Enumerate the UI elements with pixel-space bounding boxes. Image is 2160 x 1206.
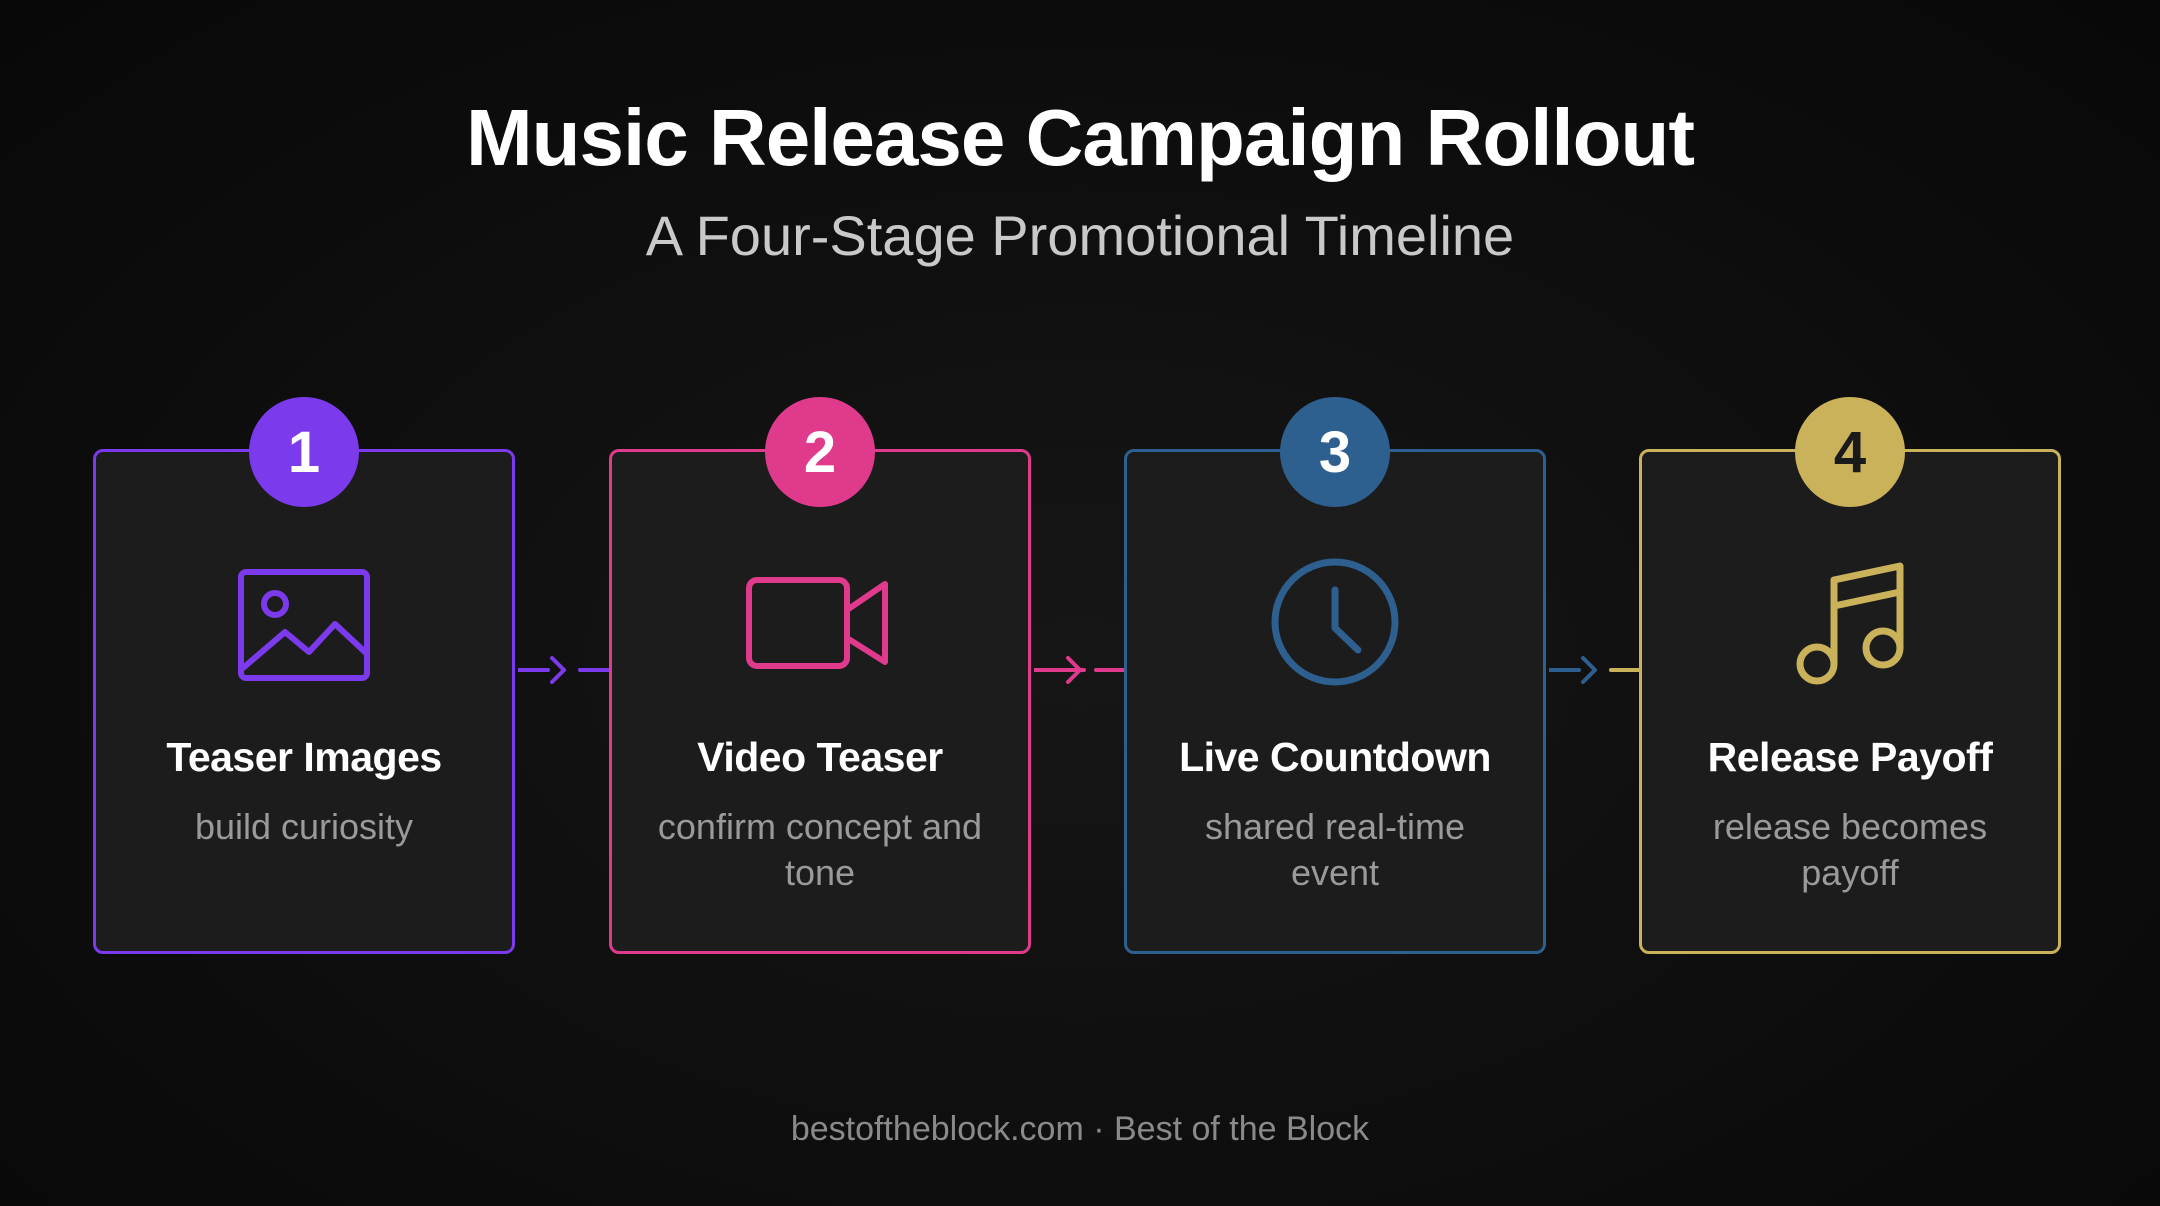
- stage-card-1: 1 Teaser Images build curiosity: [93, 397, 515, 954]
- stage-number-badge: 4: [1795, 397, 1905, 507]
- stage-card-3: 3 Live Countdown shared real-time event: [1124, 397, 1546, 954]
- stage-card-4: 4 Release Payoff release becomes payoff: [1639, 397, 2061, 954]
- stage-card-2: 2 Video Teaser confirm concept and tone: [609, 397, 1031, 954]
- page-subtitle: A Four-Stage Promotional Timeline: [645, 204, 1515, 267]
- stage-description: build curiosity: [194, 806, 414, 847]
- stage-description: confirm concept and tone: [657, 806, 983, 893]
- page-title: Music Release Campaign Rollout: [465, 93, 1695, 182]
- footer-credit: bestoftheblock.com · Best of the Block: [790, 1110, 1370, 1148]
- music-note-icon: [1775, 552, 1925, 692]
- stage-number-badge: 2: [765, 397, 875, 507]
- stage-number-badge: 1: [249, 397, 359, 507]
- stage-description: release becomes payoff: [1712, 806, 1988, 893]
- stage-title: Video Teaser: [697, 734, 943, 780]
- video-camera-icon: [745, 552, 895, 692]
- stage-number-badge: 3: [1280, 397, 1390, 507]
- stage-title: Live Countdown: [1179, 734, 1491, 780]
- stage-title: Release Payoff: [1707, 734, 1993, 780]
- connector-arrow-3: [1549, 650, 1641, 690]
- stage-description: shared real-time event: [1204, 806, 1466, 893]
- stage-title: Teaser Images: [166, 734, 442, 780]
- connector-arrow-2: [1034, 650, 1126, 690]
- image-icon: [229, 552, 379, 692]
- clock-icon: [1260, 552, 1410, 692]
- connector-arrow-1: [518, 650, 610, 690]
